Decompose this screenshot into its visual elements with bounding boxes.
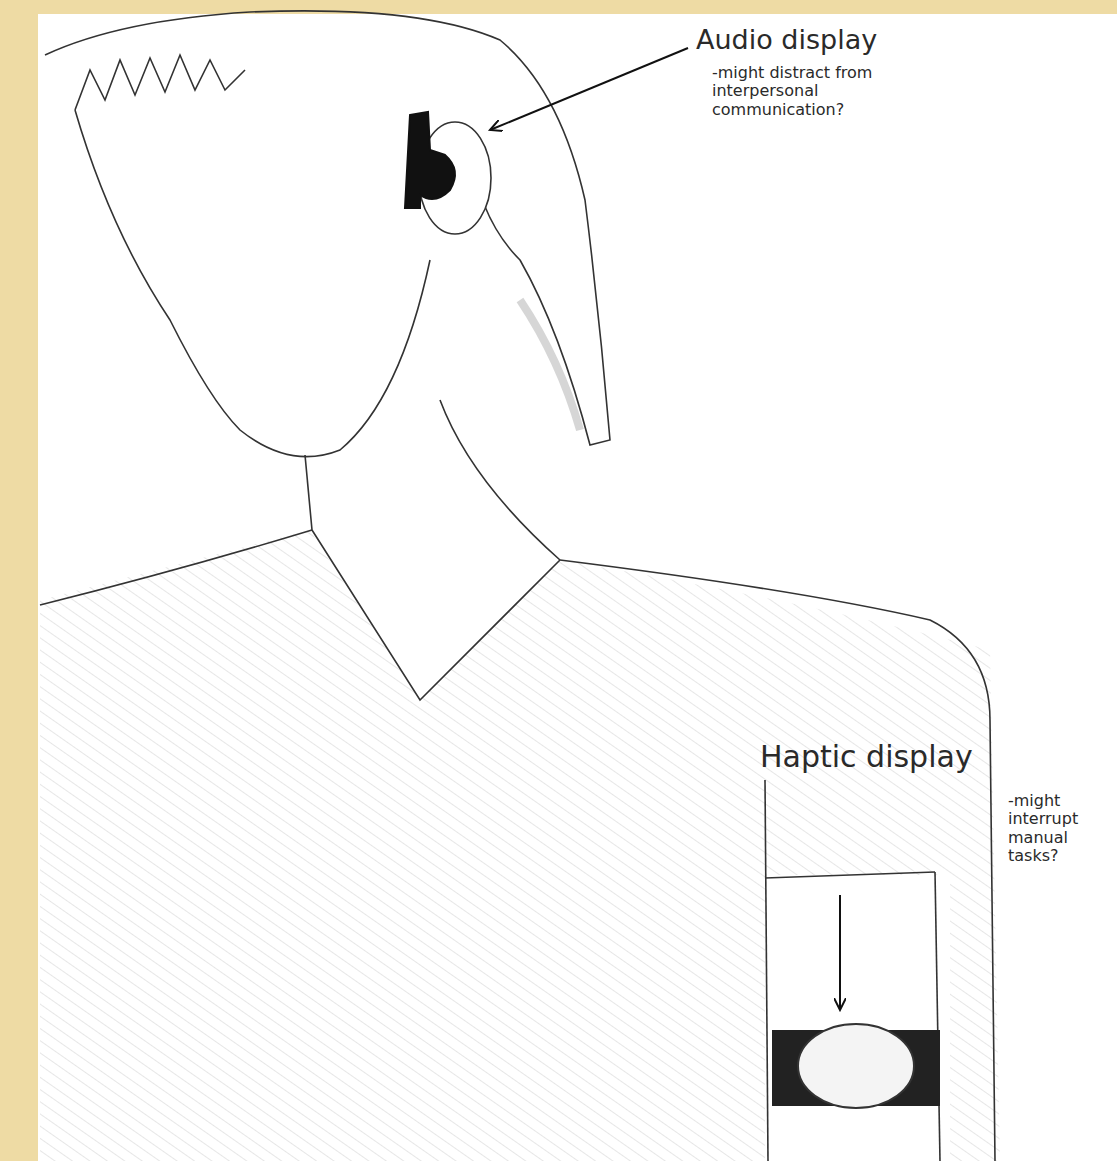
haptic-device (798, 1024, 914, 1108)
v-neck (312, 530, 560, 700)
audio-note: -might distract from interpersonal commu… (712, 64, 902, 119)
arm-inner (765, 780, 768, 1161)
hair-shading (520, 300, 580, 430)
right-shoulder (560, 560, 995, 1161)
audio-leader-arrow (490, 48, 688, 130)
neck-left (305, 455, 312, 530)
haptic-note: -might interrupt manual tasks? (1008, 792, 1108, 866)
shirt-shading (40, 530, 1000, 1161)
neck-right (440, 400, 560, 560)
audio-title: Audio display (696, 24, 956, 55)
left-shoulder (40, 530, 312, 605)
hair-outline (45, 11, 610, 445)
sleeve-hem (765, 872, 935, 878)
arm-outer (935, 872, 940, 1161)
haptic-leader-arrow (839, 895, 841, 1010)
face-outline (75, 110, 430, 457)
haptic-title: Haptic display (760, 740, 1020, 775)
hair-zigzag (75, 55, 245, 110)
earbud (405, 112, 455, 208)
